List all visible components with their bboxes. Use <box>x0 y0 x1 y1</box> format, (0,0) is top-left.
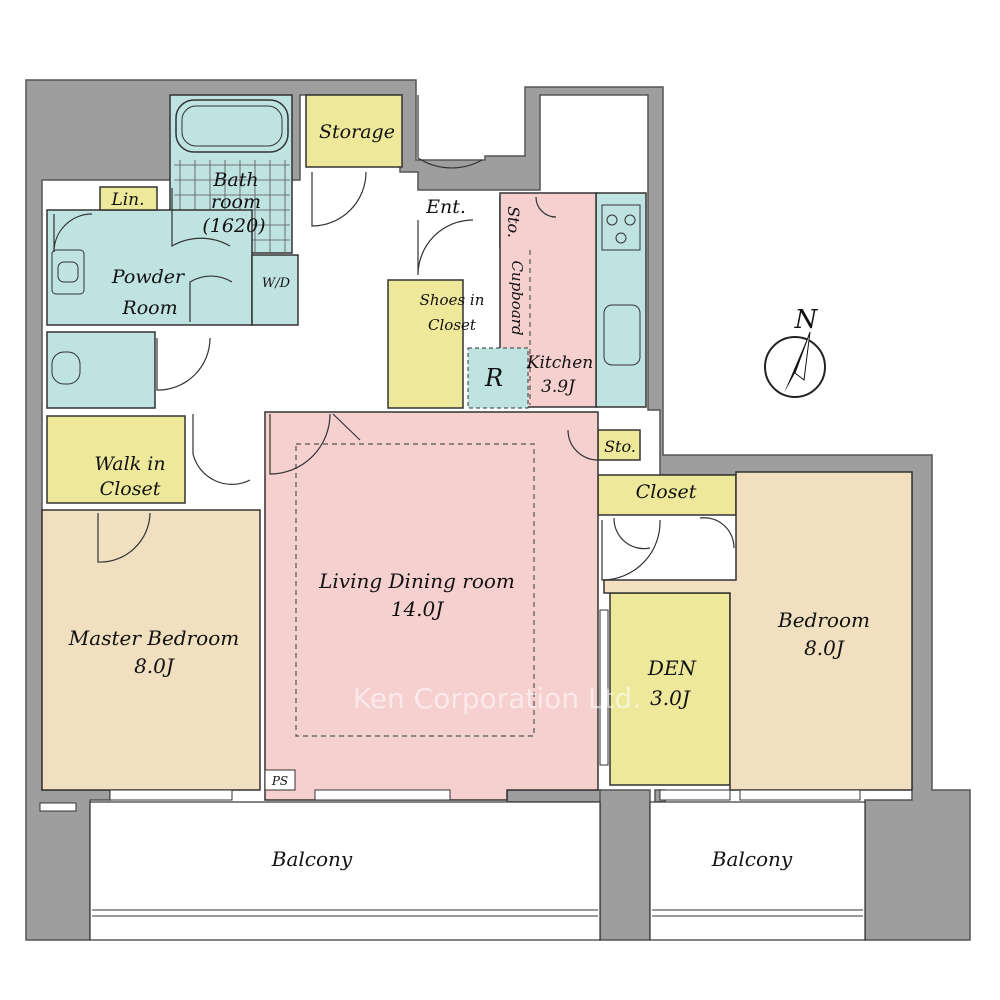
den-size: 3.0J <box>650 686 691 710</box>
walkin-label-2: Closet <box>100 478 161 500</box>
balcony-right <box>649 801 866 941</box>
balcony-left-label: Balcony <box>271 847 353 871</box>
master-bedroom <box>41 509 261 791</box>
ps-shaft <box>264 769 296 791</box>
walkin-label-1: Walk in <box>94 453 165 475</box>
bath-label-1: Bath <box>212 169 258 191</box>
powder-label-2: Room <box>121 297 177 319</box>
closet-label: Closet <box>636 481 697 503</box>
sto-upper-label: Sto. <box>504 206 523 238</box>
washer-dryer <box>251 254 299 326</box>
storage-label: Storage <box>319 121 395 143</box>
linen-label: Lin. <box>110 190 144 210</box>
den <box>609 592 731 786</box>
bath-label-3: (1620) <box>202 215 265 237</box>
storage-room <box>305 94 403 168</box>
fridge-label: R <box>484 364 503 392</box>
walls <box>25 79 971 941</box>
ldk-size: 14.0J <box>391 597 445 621</box>
compass-icon: N <box>764 305 826 398</box>
shoes-label-1: Shoes in <box>420 291 485 309</box>
ldk-name: Living Dining room <box>318 569 515 593</box>
cupboard-label: Cupboard <box>508 260 526 335</box>
den-name: DEN <box>647 656 698 680</box>
wd-label: W/D <box>262 276 291 291</box>
entrance-label: Ent. <box>425 196 466 218</box>
north-label: N <box>794 305 819 335</box>
kitchen-name: Kitchen <box>526 353 593 373</box>
bedroom-name: Bedroom <box>777 608 870 632</box>
windows <box>109 609 861 801</box>
bedroom-size: 8.0J <box>804 636 845 660</box>
powder-label-1: Powder <box>111 266 186 288</box>
walk-in-closet <box>46 415 186 504</box>
shoes-label-2: Closet <box>428 316 477 334</box>
shoes-closet <box>387 279 464 409</box>
ps-label: PS <box>271 774 288 788</box>
balcony-right-label: Balcony <box>711 847 793 871</box>
sto-lower-label: Sto. <box>604 437 636 456</box>
watermark: Ken Corporation Ltd. <box>353 682 641 715</box>
bath-label-2: room <box>211 191 261 213</box>
linen-closet <box>99 186 158 211</box>
master-name: Master Bedroom <box>68 626 239 650</box>
fridge <box>467 347 529 409</box>
bedroom <box>603 471 913 791</box>
kitchen-size: 3.9J <box>541 377 576 397</box>
balcony-left <box>89 801 601 941</box>
master-size: 8.0J <box>134 654 175 678</box>
living-dining-room <box>264 411 599 801</box>
doors <box>53 95 735 581</box>
